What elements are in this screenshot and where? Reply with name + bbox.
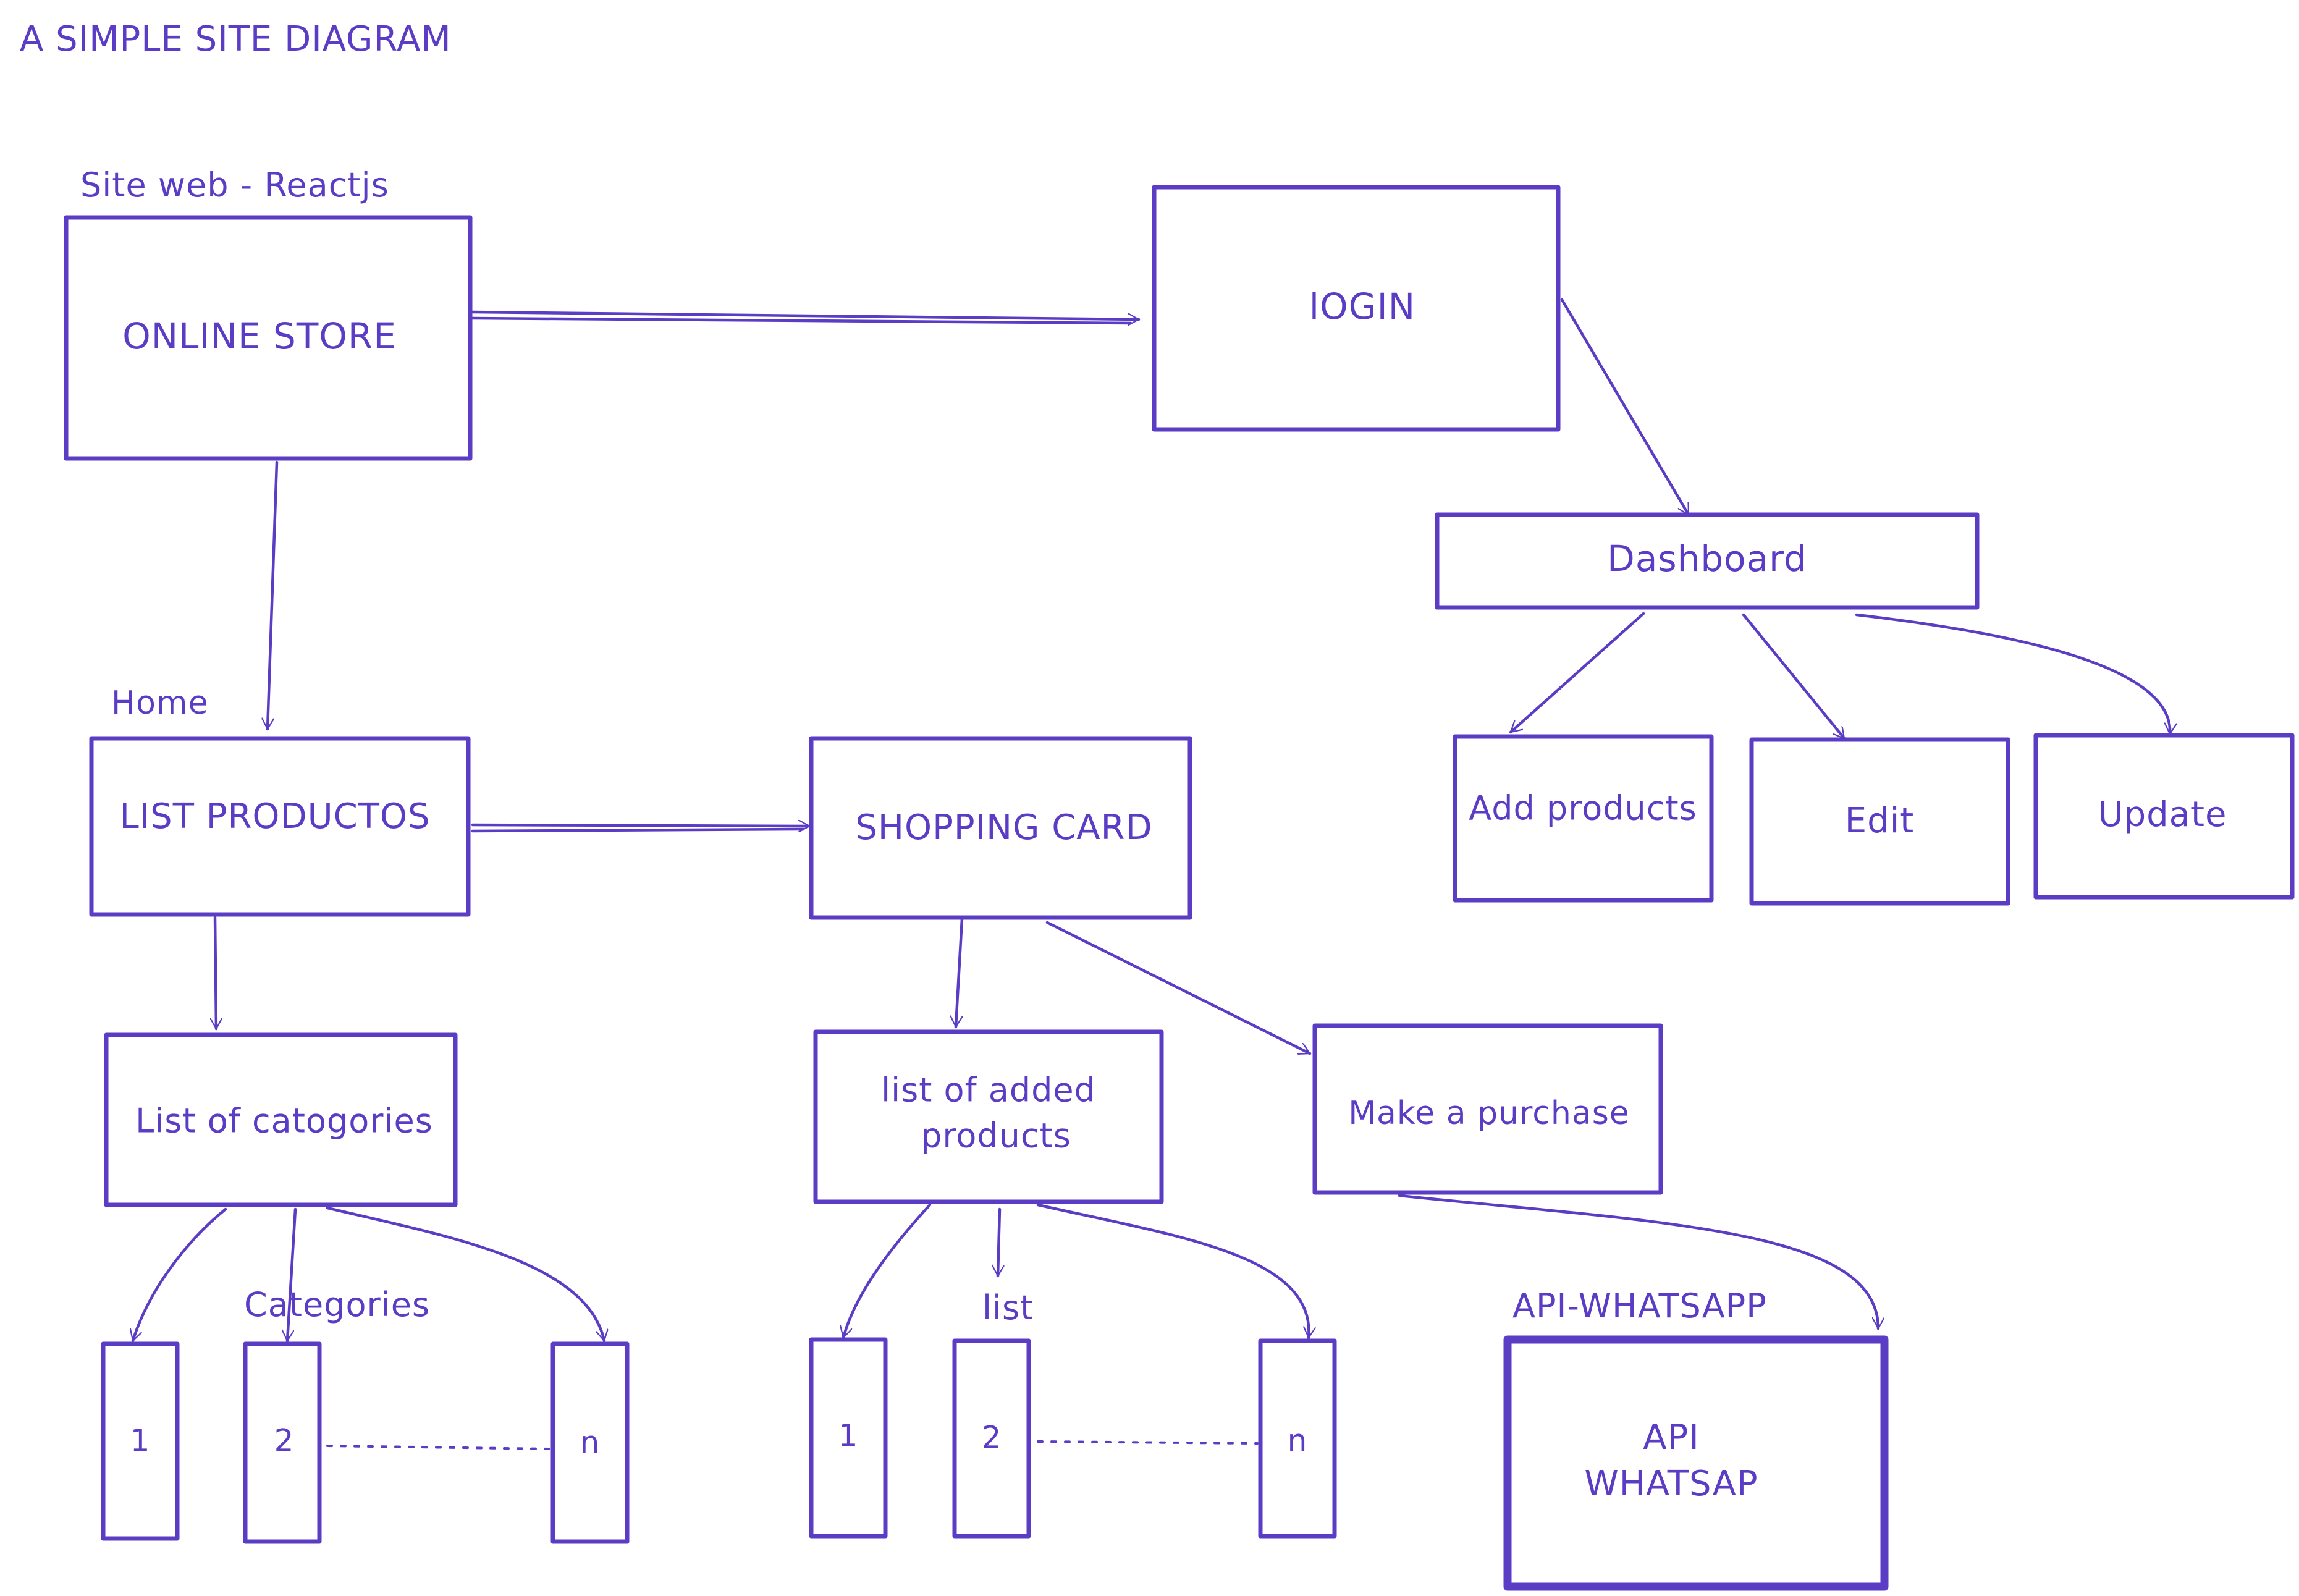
node-update: Update bbox=[2033, 733, 2295, 900]
category-item-2: 2 bbox=[243, 1341, 322, 1544]
edge-online-store-to-login-shadow bbox=[471, 316, 1133, 325]
edge-shopping-card-to-make-a-purchase bbox=[1045, 921, 1312, 1055]
node-login: lOGIN bbox=[1152, 185, 1561, 432]
caption-home: Home bbox=[111, 685, 209, 722]
category-item-n: n bbox=[550, 1341, 630, 1544]
edge-list-of-categories-to-item-1 bbox=[133, 1207, 227, 1343]
category-item-1: 1 bbox=[101, 1341, 180, 1541]
node-update-label: Update bbox=[2098, 795, 2227, 835]
edge-login-to-dashboard bbox=[1560, 298, 1690, 517]
node-dashboard: Dashboard bbox=[1435, 512, 1980, 610]
caption-categories: Categories bbox=[244, 1285, 430, 1324]
edge-list-of-categories-to-item-n bbox=[326, 1206, 604, 1343]
category-item-1-label: 1 bbox=[130, 1423, 151, 1459]
edges bbox=[133, 298, 2170, 1343]
node-api-whatsap-label-line1: API bbox=[1643, 1417, 1700, 1458]
node-api-whatsap-label-line2: WHATSAP bbox=[1584, 1464, 1758, 1504]
category-dotted-connector bbox=[326, 1445, 551, 1450]
edge-list-productos-to-shopping-card bbox=[471, 825, 811, 826]
list-dotted-connector bbox=[1037, 1440, 1259, 1445]
node-list-of-categories-label: List of catogories bbox=[135, 1102, 433, 1141]
diagram-title: A SIMPLE SITE DIAGRAM bbox=[20, 19, 452, 59]
list-item-2-label: 2 bbox=[982, 1420, 1002, 1456]
list-item-1-label: 1 bbox=[838, 1418, 859, 1454]
node-list-of-added-products: list of added products bbox=[813, 1029, 1164, 1204]
category-item-n-label: n bbox=[580, 1425, 601, 1461]
edge-make-a-purchase-to-api-whatsap bbox=[1398, 1194, 1878, 1330]
node-shopping-card: SHOPPING CARD bbox=[809, 736, 1192, 920]
node-api-whatsap: API WHATSAP bbox=[1503, 1335, 1889, 1591]
node-dashboard-label: Dashboard bbox=[1607, 538, 1807, 580]
list-item-n-label: n bbox=[1288, 1423, 1308, 1459]
edge-list-of-categories-to-item-2 bbox=[287, 1207, 297, 1343]
edge-online-store-to-login bbox=[471, 310, 1141, 319]
edge-list-productos-to-list-of-categories bbox=[215, 916, 216, 1031]
node-edit: Edit bbox=[1749, 737, 2010, 906]
edge-dashboard-to-edit bbox=[1742, 613, 1846, 740]
node-list-productos-label: LIST PRODUCTOS bbox=[119, 796, 430, 837]
edge-list-productos-to-shopping-card-shadow bbox=[471, 827, 805, 833]
node-list-productos: LIST PRODUCTOS bbox=[89, 736, 471, 917]
caption-list: list bbox=[982, 1288, 1034, 1327]
node-make-a-purchase: Make a purchase bbox=[1312, 1023, 1663, 1195]
node-login-label: lOGIN bbox=[1309, 285, 1415, 327]
edge-shopping-card-to-list-of-added-products bbox=[956, 917, 964, 1029]
list-item-2: 2 bbox=[952, 1338, 1031, 1539]
caption-api-whatsapp: API-WHATSAPP bbox=[1512, 1286, 1767, 1325]
category-item-2-label: 2 bbox=[274, 1423, 295, 1459]
edge-online-store-to-list-productos bbox=[268, 460, 279, 731]
node-online-store-label: ONLINE STORE bbox=[122, 315, 397, 357]
edge-list-of-added-products-to-item-2 bbox=[998, 1207, 1000, 1278]
list-item-n: n bbox=[1258, 1338, 1337, 1539]
node-edit-label: Edit bbox=[1845, 801, 1914, 841]
node-shopping-card-label: SHOPPING CARD bbox=[855, 808, 1152, 848]
edge-list-of-added-products-to-item-n bbox=[1036, 1203, 1309, 1340]
caption-site-web: Site web - Reactjs bbox=[80, 166, 389, 205]
edge-dashboard-to-update bbox=[1855, 613, 2170, 736]
node-list-of-categories: List of catogories bbox=[104, 1032, 458, 1207]
node-online-store: ONLINE STORE bbox=[64, 215, 473, 461]
node-list-of-added-products-label-line1: list of added bbox=[881, 1071, 1096, 1110]
node-add-products: Add products bbox=[1453, 734, 1714, 903]
node-add-products-label: Add products bbox=[1469, 789, 1697, 828]
node-list-of-added-products-label-line2: products bbox=[921, 1117, 1071, 1155]
edge-list-of-added-products-to-item-1 bbox=[843, 1203, 932, 1340]
node-make-a-purchase-label: Make a purchase bbox=[1348, 1095, 1630, 1132]
list-item-1: 1 bbox=[809, 1337, 888, 1539]
edge-dashboard-to-add-products bbox=[1509, 612, 1645, 734]
